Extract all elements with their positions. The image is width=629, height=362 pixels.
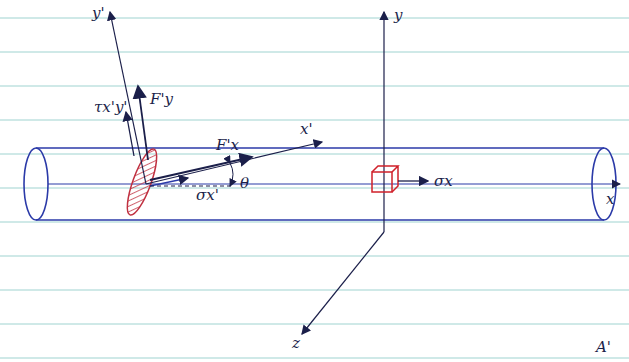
axis-label: σx: [434, 174, 453, 189]
axis-label: F'y: [150, 92, 173, 107]
axis-label: x: [606, 192, 614, 207]
axis-label: y: [394, 8, 402, 23]
axis-label: F'x: [216, 138, 239, 153]
axis-label: A': [596, 340, 611, 355]
axis-label: τx'y': [94, 100, 127, 115]
axis-label: y': [92, 6, 105, 21]
axis-label: σx': [196, 188, 219, 203]
axis-label: x': [300, 122, 313, 137]
axis-label: z: [292, 336, 300, 351]
axis-label: θ: [240, 176, 249, 191]
